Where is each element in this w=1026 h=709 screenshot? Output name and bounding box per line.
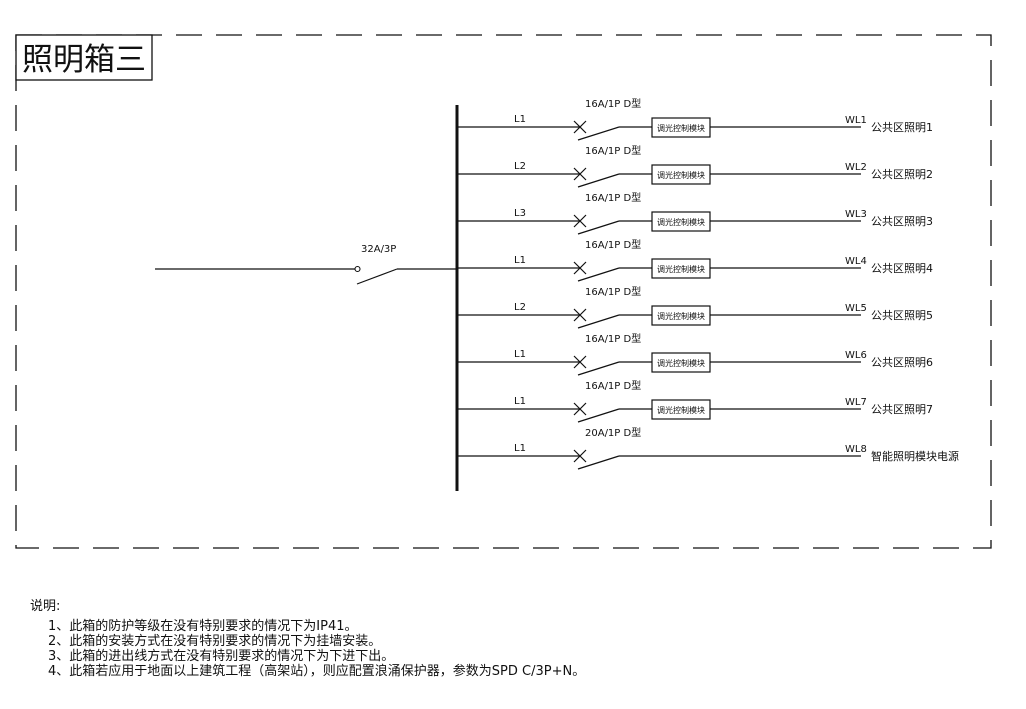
title-box	[15, 34, 153, 81]
module-label: 调光控制模块	[657, 217, 705, 227]
notes-heading: 说明:	[30, 599, 60, 614]
phase-label: L3	[514, 208, 526, 219]
breaker-x-icon	[573, 449, 587, 463]
phase-label: L2	[514, 302, 526, 313]
breaker-rating: 16A/1P D型	[585, 379, 641, 392]
breaker-blade	[577, 408, 620, 423]
note-item: 3、此箱的进出线方式在没有特别要求的情况下为下进下出。	[48, 648, 394, 664]
breaker-x-icon	[573, 308, 587, 322]
breaker-x-icon	[573, 402, 587, 416]
circuit-description: 公共区照明1	[871, 121, 933, 134]
breaker-x-icon	[573, 120, 587, 134]
phase-label: L1	[514, 114, 526, 125]
breaker-blade	[577, 220, 620, 235]
breaker-x-icon	[573, 355, 587, 369]
breaker-blade	[577, 455, 620, 470]
circuit-id: WL5	[845, 303, 867, 314]
phase-label: L1	[514, 443, 526, 454]
circuit-wl8: L1 20A/1P D型 WL8 智能照明模块电源	[457, 426, 959, 470]
circuit-description: 公共区照明5	[871, 309, 933, 322]
phase-label: L1	[514, 396, 526, 407]
incoming-feeder: 32A/3P	[155, 244, 457, 285]
circuit-id: WL2	[845, 162, 867, 173]
circuit-description: 公共区照明3	[871, 215, 933, 228]
panel-title: 照明箱三	[22, 42, 146, 78]
panel-boundary	[15, 34, 992, 549]
breaker-blade	[577, 126, 620, 141]
circuit-description: 公共区照明7	[871, 403, 933, 416]
module-label: 调光控制模块	[657, 311, 705, 321]
circuit-id: WL6	[845, 350, 867, 361]
circuit-id: WL8	[845, 444, 867, 455]
breaker-rating: 16A/1P D型	[585, 238, 641, 251]
phase-label: L1	[514, 349, 526, 360]
incoming-breaker-blade	[356, 268, 398, 285]
phase-label: L2	[514, 161, 526, 172]
circuit-id: WL1	[845, 115, 867, 126]
circuit-description: 公共区照明2	[871, 168, 933, 181]
module-label: 调光控制模块	[657, 405, 705, 415]
note-item: 2、此箱的安装方式在没有特别要求的情况下为挂墙安装。	[48, 633, 381, 649]
note-item: 4、此箱若应用于地面以上建筑工程（高架站），则应配置浪涌保护器，参数为SPD C…	[48, 663, 585, 679]
breaker-blade	[577, 314, 620, 329]
circuit-description: 公共区照明4	[871, 262, 933, 275]
breaker-rating: 16A/1P D型	[585, 285, 641, 298]
incoming-breaker-rating: 32A/3P	[361, 244, 396, 255]
circuit-id: WL4	[845, 256, 867, 267]
phase-label: L1	[514, 255, 526, 266]
note-item: 1、此箱的防护等级在没有特别要求的情况下为IP41。	[48, 618, 358, 634]
breaker-rating: 16A/1P D型	[585, 144, 641, 157]
circuit-description: 公共区照明6	[871, 356, 933, 369]
breaker-blade	[577, 267, 620, 282]
module-label: 调光控制模块	[657, 123, 705, 133]
breaker-x-icon	[573, 261, 587, 275]
incoming-breaker-contact	[354, 265, 361, 273]
circuit-description: 智能照明模块电源	[871, 449, 959, 463]
breaker-rating: 20A/1P D型	[585, 426, 641, 439]
circuit-id: WL7	[845, 397, 867, 408]
breaker-x-icon	[573, 214, 587, 228]
circuit-id: WL3	[845, 209, 867, 220]
breaker-rating: 16A/1P D型	[585, 332, 641, 345]
breaker-x-icon	[573, 167, 587, 181]
module-label: 调光控制模块	[657, 264, 705, 274]
breaker-rating: 16A/1P D型	[585, 191, 641, 204]
breaker-blade	[577, 173, 620, 188]
breaker-rating: 16A/1P D型	[585, 97, 641, 110]
module-label: 调光控制模块	[657, 358, 705, 368]
module-label: 调光控制模块	[657, 170, 705, 180]
breaker-blade	[577, 361, 620, 376]
